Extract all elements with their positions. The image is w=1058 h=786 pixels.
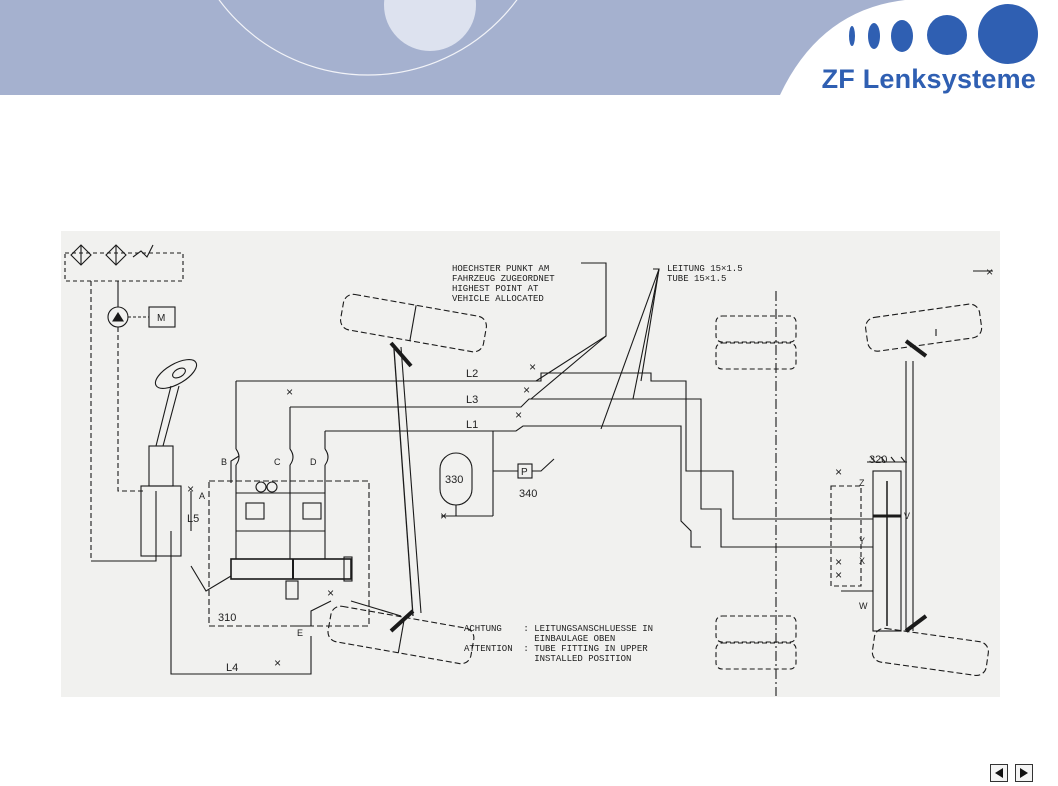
svg-text:×: × xyxy=(515,409,522,423)
line-label-l4: L4 xyxy=(226,662,238,674)
triangle-left-icon xyxy=(995,768,1003,778)
note-attention-3: ATTENTION : TUBE FITTING IN UPPER xyxy=(464,644,648,654)
svg-text:×: × xyxy=(835,466,842,480)
component-330: 330 xyxy=(445,474,463,486)
component-320: 320 xyxy=(869,454,887,466)
component-340: 340 xyxy=(519,488,537,500)
header-banner: ZF Lenksysteme xyxy=(0,0,1058,95)
motor-box xyxy=(148,306,176,328)
svg-text:×: × xyxy=(835,556,842,570)
right-wheel-bottom xyxy=(871,627,989,677)
svg-text:×: × xyxy=(835,569,842,583)
rear-wheel-4 xyxy=(715,642,797,670)
schematic-drawing: ××× ××× ××× ××× HOECHSTER PUNKT AM FAHRZ… xyxy=(61,231,1000,697)
note-highest-point-4: VEHICLE ALLOCATED xyxy=(452,294,544,304)
rear-wheel-3 xyxy=(715,615,797,643)
brand-name: ZF Lenksysteme xyxy=(821,64,1036,94)
rear-wheel-2 xyxy=(715,342,797,370)
port-e: E xyxy=(297,628,303,638)
port-a: A xyxy=(199,491,205,501)
svg-text:×: × xyxy=(187,483,194,497)
line-label-l3: L3 xyxy=(466,394,478,406)
svg-text:×: × xyxy=(286,386,293,400)
check-valve-2 xyxy=(302,502,322,520)
logo-dots-icon xyxy=(849,4,1038,64)
port-d: D xyxy=(310,457,317,467)
x-marks: ××× ××× ××× ××× xyxy=(187,266,993,671)
motor-label: M xyxy=(157,313,165,324)
port-x: X xyxy=(859,556,865,566)
svg-text:×: × xyxy=(440,510,447,524)
note-pipe-2: TUBE 15×1.5 xyxy=(667,274,726,284)
note-highest-point-2: FAHRZEUG ZUGEORDNET xyxy=(452,274,555,284)
note-attention-1: ACHTUNG : LEITUNGSANSCHLUESSE IN xyxy=(464,624,653,634)
note-attention-4: INSTALLED POSITION xyxy=(464,654,631,664)
pressure-label: P xyxy=(521,467,528,478)
note-highest-point-3: HIGHEST POINT AT xyxy=(452,284,539,294)
note-highest-point-1: HOECHSTER PUNKT AM xyxy=(452,264,549,274)
svg-text:×: × xyxy=(327,587,334,601)
svg-text:×: × xyxy=(986,266,993,280)
rear-wheel-1 xyxy=(715,315,797,343)
svg-text:×: × xyxy=(529,361,536,375)
line-label-l2: L2 xyxy=(466,368,478,380)
right-wheel-top xyxy=(865,303,983,352)
component-310: 310 xyxy=(218,612,236,624)
triangle-right-icon xyxy=(1020,768,1028,778)
hydraulic-steering-diagram: ××× ××× ××× ××× HOECHSTER PUNKT AM FAHRZ… xyxy=(61,231,1000,697)
line-label-l1: L1 xyxy=(466,419,478,431)
svg-text:×: × xyxy=(274,657,281,671)
check-valve-1 xyxy=(245,502,265,520)
steering-wheel-icon xyxy=(154,359,198,389)
cylinder-320 xyxy=(872,470,902,632)
prev-slide-button[interactable] xyxy=(990,764,1008,782)
port-z: Z xyxy=(859,478,865,488)
line-label-l5: L5 xyxy=(187,513,199,525)
note-attention-2: EINBAULAGE OBEN xyxy=(464,634,615,644)
power-cylinder xyxy=(230,558,352,580)
next-slide-button[interactable] xyxy=(1015,764,1033,782)
note-pipe-1: LEITUNG 15×1.5 xyxy=(667,264,743,274)
svg-text:×: × xyxy=(523,384,530,398)
port-b: B xyxy=(221,457,227,467)
port-c: C xyxy=(274,457,281,467)
port-y: Y xyxy=(859,536,865,546)
port-v: V xyxy=(904,511,910,521)
port-w: W xyxy=(859,601,868,611)
